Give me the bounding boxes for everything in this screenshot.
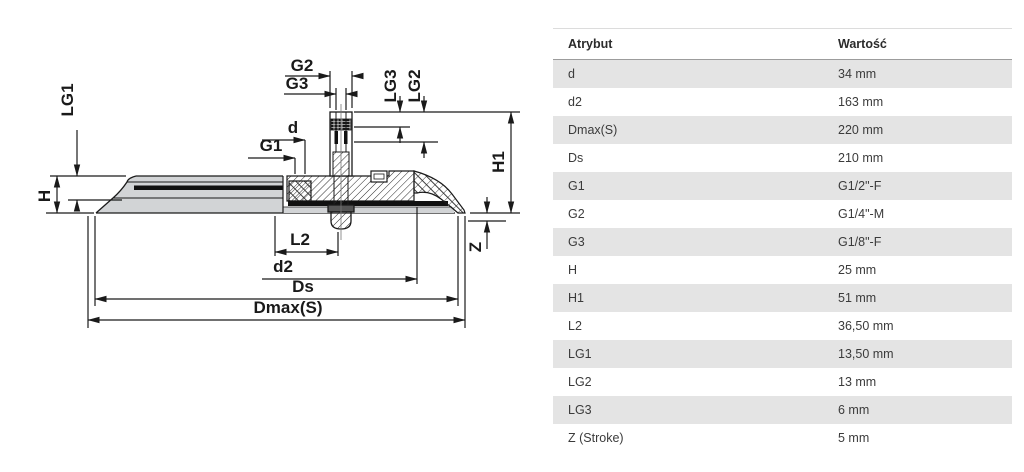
suction-cup-section-view bbox=[282, 170, 466, 214]
table-row: LG1 13,50 mm bbox=[553, 340, 1012, 368]
dim-label-lg2: LG2 bbox=[405, 69, 424, 102]
table-row: LG2 13 mm bbox=[553, 368, 1012, 396]
seal-strip bbox=[283, 207, 454, 213]
dim-label-dmax: Dmax(S) bbox=[254, 298, 323, 317]
dim-label-d2: d2 bbox=[273, 257, 293, 276]
suction-cup-exterior-view bbox=[95, 175, 455, 214]
table-row: Z (Stroke) 5 mm bbox=[553, 424, 1012, 452]
value-cell: 6 mm bbox=[838, 403, 870, 417]
table-row: G1 G1/2"-F bbox=[553, 172, 1012, 200]
table-row: Dmax(S) 220 mm bbox=[553, 116, 1012, 144]
attribute-header: Atrybut bbox=[553, 28, 823, 60]
dim-label-g1: G1 bbox=[260, 136, 283, 155]
value-cell: 36,50 mm bbox=[838, 319, 894, 333]
attribute-cell: H1 bbox=[568, 291, 584, 305]
attribute-cell: Dmax(S) bbox=[568, 123, 618, 137]
attribute-cell: LG3 bbox=[568, 403, 592, 417]
value-cell: 210 mm bbox=[838, 151, 884, 165]
attribute-cell: G2 bbox=[568, 207, 585, 221]
attributes-table: Atrybut Wartość d 34 mm d2 163 mm Dmax(S… bbox=[553, 28, 1012, 452]
value-header: Wartość bbox=[823, 28, 1012, 60]
value-cell: 13 mm bbox=[838, 375, 877, 389]
value-cell: 13,50 mm bbox=[838, 347, 894, 361]
attribute-cell: d bbox=[568, 67, 575, 81]
dim-label-z: Z bbox=[466, 242, 485, 252]
dimension-labels: G2 G3 d G1 LG3 LG2 LG1 H H1 Z L2 d2 Ds D… bbox=[35, 56, 508, 317]
table-row: d2 163 mm bbox=[553, 88, 1012, 116]
cup-body bbox=[96, 176, 283, 213]
table-row: H1 51 mm bbox=[553, 284, 1012, 312]
sealing-lip-section bbox=[413, 170, 466, 214]
dim-label-h: H bbox=[35, 190, 54, 202]
value-cell: 5 mm bbox=[838, 431, 870, 445]
dim-label-h1: H1 bbox=[489, 151, 508, 173]
table-row: G3 G1/8"-F bbox=[553, 228, 1012, 256]
cup-groove-band bbox=[134, 185, 283, 190]
dim-label-l2: L2 bbox=[290, 230, 310, 249]
table-row: d 34 mm bbox=[553, 59, 1012, 88]
value-cell: 51 mm bbox=[838, 291, 877, 305]
table-row: LG3 6 mm bbox=[553, 396, 1012, 424]
table-row: H 25 mm bbox=[553, 256, 1012, 284]
table-row: L2 36,50 mm bbox=[553, 312, 1012, 340]
attribute-cell: G3 bbox=[568, 235, 585, 249]
value-cell: G1/2"-F bbox=[838, 179, 882, 193]
attribute-cell: Ds bbox=[568, 151, 584, 165]
dimensions bbox=[46, 71, 520, 328]
dim-label-d: d bbox=[288, 118, 298, 137]
attribute-cell: Z (Stroke) bbox=[568, 431, 624, 445]
attribute-cell: d2 bbox=[568, 95, 582, 109]
value-cell: 163 mm bbox=[838, 95, 884, 109]
dim-label-lg1: LG1 bbox=[58, 83, 77, 116]
value-cell: G1/4"-M bbox=[838, 207, 885, 221]
value-cell: 34 mm bbox=[838, 67, 877, 81]
dim-label-lg3: LG3 bbox=[381, 69, 400, 102]
attribute-cell: LG1 bbox=[568, 347, 592, 361]
fitting bbox=[327, 104, 355, 240]
insert-block-section bbox=[288, 180, 312, 202]
table-row: G2 G1/4"-M bbox=[553, 200, 1012, 228]
technical-drawing: G2 G3 d G1 LG3 LG2 LG1 H H1 Z L2 d2 Ds D… bbox=[35, 56, 520, 328]
value-cell: 25 mm bbox=[838, 263, 877, 277]
value-cell: G1/8"-F bbox=[838, 235, 882, 249]
dim-label-g3: G3 bbox=[286, 74, 309, 93]
table-row: Ds 210 mm bbox=[553, 144, 1012, 172]
table-header: Atrybut Wartość bbox=[553, 28, 1012, 60]
attribute-cell: H bbox=[568, 263, 578, 277]
attribute-cell: L2 bbox=[568, 319, 582, 333]
attribute-cell: LG2 bbox=[568, 375, 592, 389]
value-cell: 220 mm bbox=[838, 123, 884, 137]
seal-band bbox=[288, 201, 448, 206]
dim-label-g2: G2 bbox=[291, 56, 314, 75]
attribute-cell: G1 bbox=[568, 179, 585, 193]
dim-label-ds: Ds bbox=[292, 277, 314, 296]
